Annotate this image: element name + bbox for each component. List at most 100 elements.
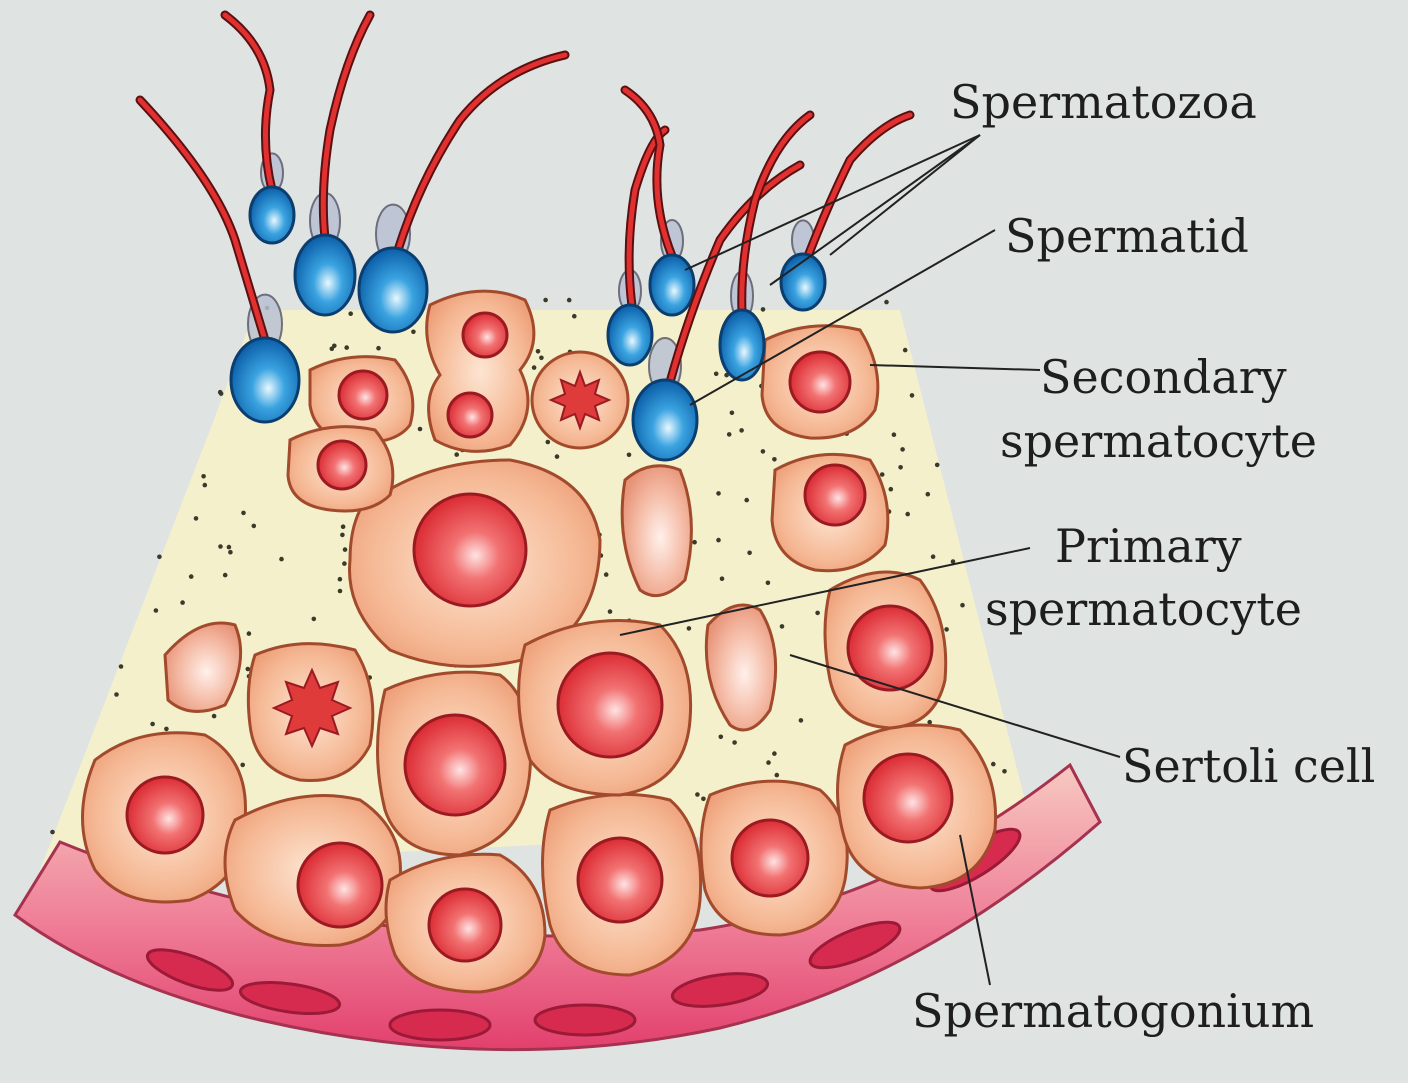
stipple-dot	[991, 762, 996, 767]
sertoli-cell	[622, 466, 691, 596]
stipple-dot	[604, 572, 609, 577]
stipple-dot	[900, 447, 905, 452]
label-secondary-line2: spermatocyte	[1000, 414, 1317, 468]
stipple-dot	[340, 533, 345, 538]
spermatozoon	[781, 115, 910, 310]
stipple-dot	[240, 763, 245, 768]
stipple-dot	[223, 573, 228, 578]
stipple-dot	[343, 547, 348, 552]
stipple-dot	[218, 544, 223, 549]
stipple-dot	[695, 792, 700, 797]
stipple-dot	[338, 577, 343, 582]
stipple-dot	[892, 432, 897, 437]
label-spermatozoa: Spermatozoa	[950, 75, 1257, 129]
label-primary-line1: Primary	[1055, 519, 1242, 573]
stipple-dot	[546, 440, 551, 445]
stipple-dot	[338, 589, 343, 594]
stipple-dot	[194, 516, 199, 521]
stipple-dot	[154, 608, 159, 613]
stipple-dot	[119, 664, 124, 669]
spermatozoon	[225, 15, 294, 243]
primary-spermatocyte-cell	[825, 572, 946, 728]
stipple-dot	[692, 540, 697, 545]
stipple-dot	[201, 474, 206, 479]
stipple-dot	[926, 492, 931, 497]
stipple-dot	[1002, 769, 1007, 774]
stipple-dot	[719, 735, 724, 740]
stipple-dot	[815, 611, 820, 616]
stipple-dot	[348, 311, 353, 316]
primary-spermatocyte-cell	[378, 672, 531, 855]
stipple-dot	[150, 722, 155, 727]
stipple-dot	[687, 626, 692, 631]
stipple-dot	[532, 365, 537, 370]
primary-spermatocyte-cell	[519, 621, 691, 796]
stipple-dot	[241, 511, 246, 516]
stipple-dot	[935, 463, 940, 468]
stipple-dot	[716, 491, 721, 496]
stipple-dot	[341, 524, 346, 529]
stipple-dot	[157, 555, 162, 560]
stipple-dot	[219, 391, 224, 396]
stipple-dot	[944, 627, 949, 632]
stipple-dot	[180, 600, 185, 605]
stipple-dot	[627, 453, 632, 458]
stipple-dot	[720, 576, 725, 581]
stipple-dot	[411, 330, 416, 335]
stipple-dot	[344, 345, 349, 350]
spermatogonium-cell	[83, 733, 246, 902]
stipple-dot	[775, 773, 780, 778]
spermatogonium-cell	[225, 796, 401, 946]
stipple-dot	[164, 727, 169, 732]
stipple-dot	[555, 454, 560, 459]
stipple-dot	[730, 411, 735, 416]
stipple-dot	[761, 449, 766, 454]
stipple-dot	[889, 487, 894, 492]
secondary-spermatocyte-cell	[427, 291, 534, 451]
stipple-dot	[716, 538, 721, 543]
stipple-dot	[903, 348, 908, 353]
spermatogonium-cell	[838, 725, 996, 888]
spermatozoon	[295, 15, 370, 315]
stipple-dot	[732, 740, 737, 745]
spermatogonium-cell	[543, 794, 701, 975]
stipple-dot	[342, 561, 347, 566]
label-spermatogonium: Spermatogonium	[912, 984, 1314, 1038]
stipple-dot	[312, 617, 317, 622]
stipple-dot	[772, 457, 777, 462]
stipple-dot	[228, 550, 233, 555]
stipple-dot	[247, 631, 252, 636]
stipple-dot	[701, 797, 706, 802]
stipple-dot	[960, 603, 965, 608]
stipple-dot	[567, 298, 572, 303]
stipple-dot	[714, 372, 719, 377]
stipple-dot	[279, 557, 284, 562]
secondary-spermatocyte-cell	[532, 352, 628, 448]
spermatozoon	[140, 100, 299, 422]
stipple-dot	[246, 667, 251, 672]
stipple-dot	[539, 356, 544, 361]
stipple-dot	[747, 551, 752, 556]
primary-spermatocyte-cell	[248, 644, 373, 781]
stipple-dot	[880, 472, 885, 477]
stipple-dot	[50, 830, 55, 835]
stipple-dot	[910, 393, 915, 398]
stipple-dot	[780, 624, 785, 629]
stipple-dot	[739, 428, 744, 433]
stipple-dot	[189, 574, 194, 579]
stipple-dot	[252, 524, 257, 529]
stipple-dot	[766, 581, 771, 586]
stipple-dot	[418, 427, 423, 432]
label-sertoli-cell: Sertoli cell	[1122, 739, 1375, 793]
spermatogonium-cell	[386, 854, 545, 992]
stipple-dot	[227, 545, 232, 550]
stipple-dot	[905, 512, 910, 517]
stipple-dot	[608, 609, 613, 614]
label-spermatid: Spermatid	[1005, 209, 1249, 263]
stipple-dot	[761, 307, 766, 312]
stipple-dot	[898, 465, 903, 470]
stipple-dot	[744, 498, 749, 503]
stipple-dot	[766, 760, 771, 765]
stipple-dot	[543, 298, 548, 303]
